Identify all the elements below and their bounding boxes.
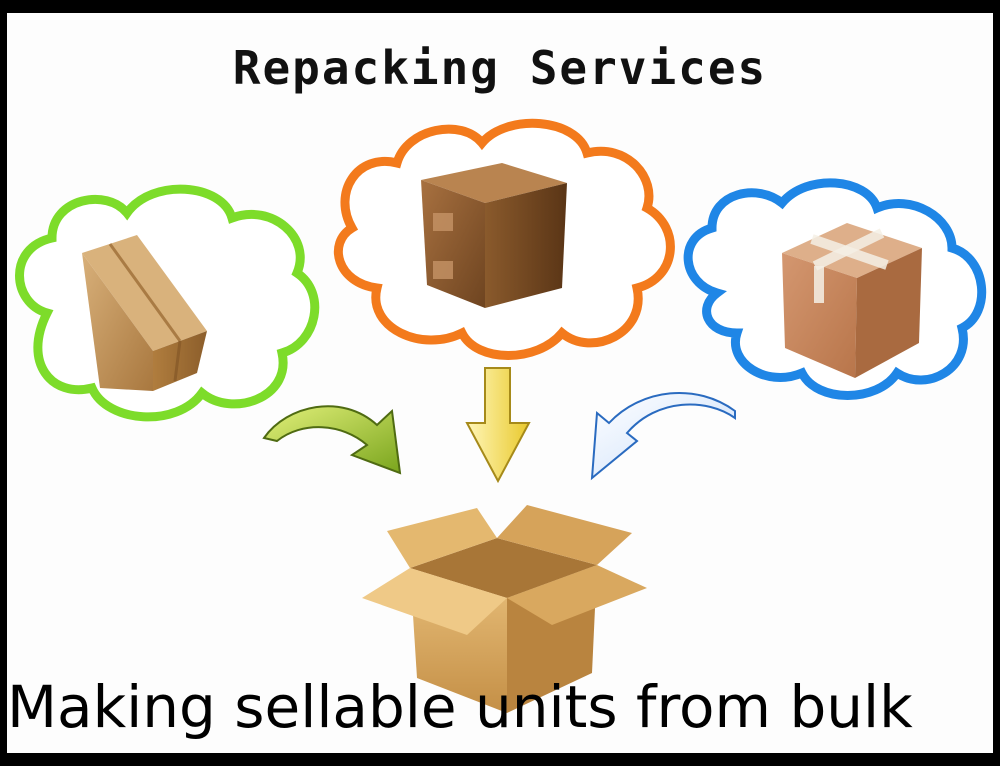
curved-arrow-right-icon [262, 405, 402, 475]
diagram-caption: Making sellable units from bulk [7, 673, 913, 741]
box-closed-icon [82, 235, 207, 391]
curved-arrow-left-icon [590, 392, 736, 481]
diagram-title: Repacking Services [232, 41, 768, 95]
box-taped-icon [421, 163, 567, 308]
box-cross-taped-icon [782, 223, 922, 378]
down-arrow-icon [465, 367, 531, 484]
diagram-scene [15, 118, 987, 713]
open-box-icon [362, 505, 647, 713]
